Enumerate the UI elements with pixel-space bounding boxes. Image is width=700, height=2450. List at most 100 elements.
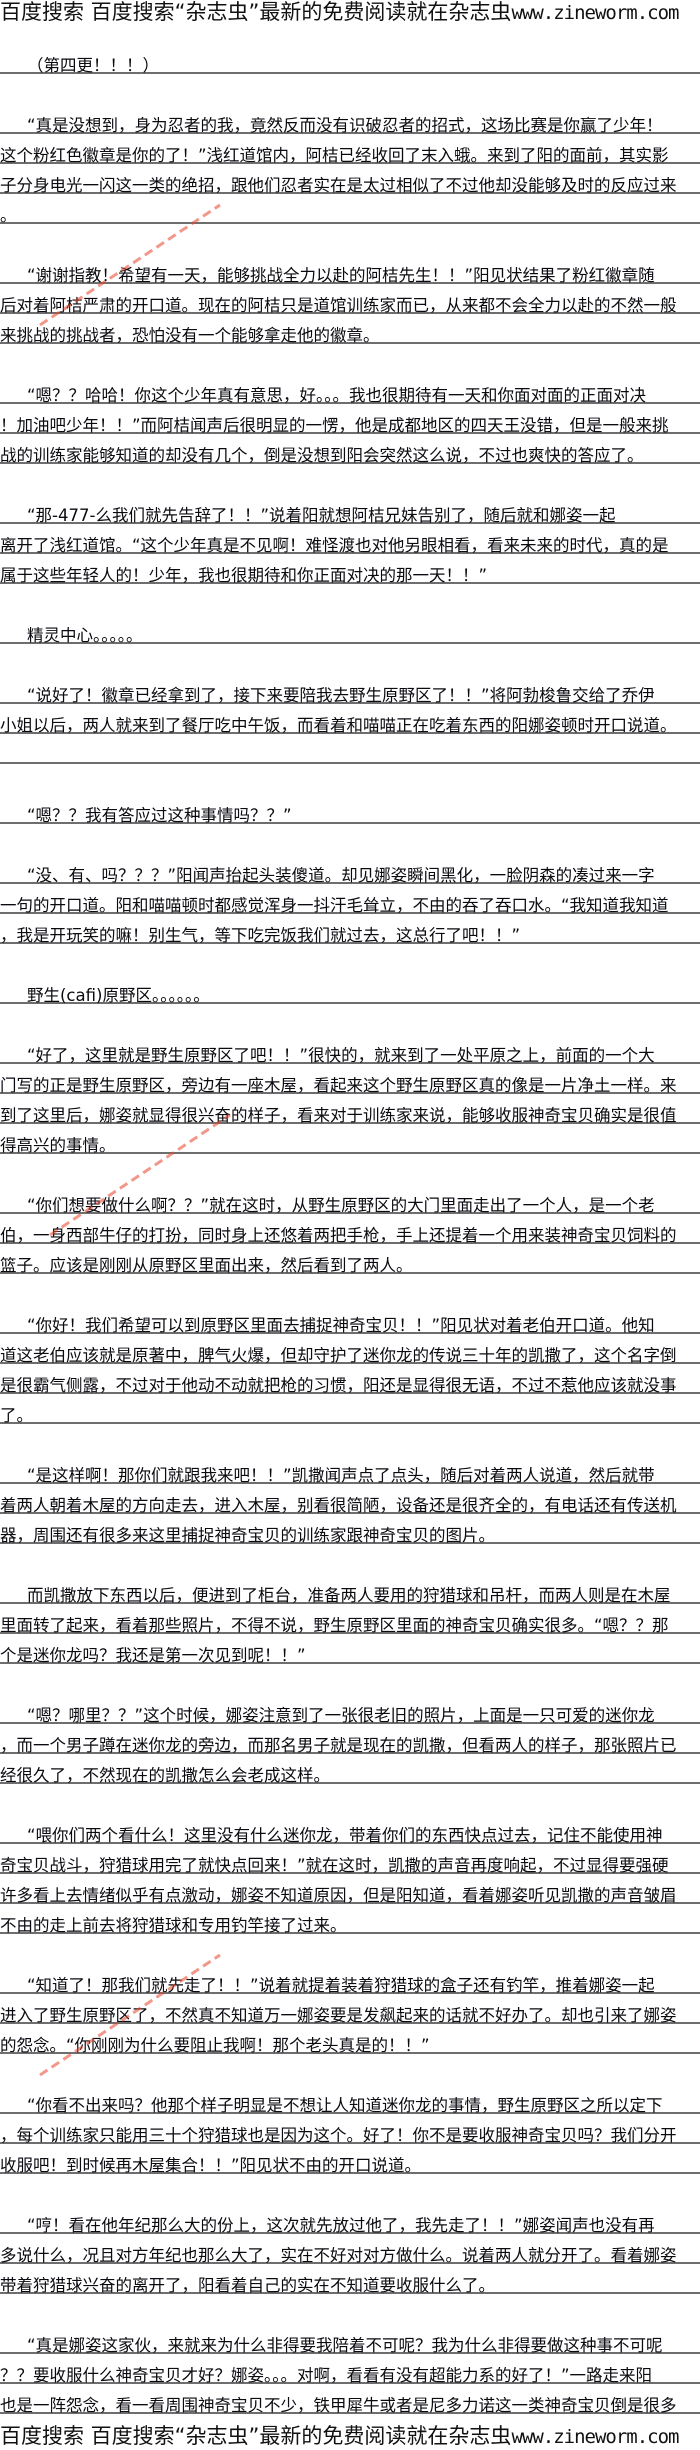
blank-line — [0, 1664, 700, 1694]
paragraph-first-line: （第四更！！！） — [0, 44, 700, 74]
paragraph-line: 到了这里后，娜姿就显得很兴奋的样子，看来对于训练家来说，能够收服神奇宝贝确实是很… — [0, 1094, 700, 1124]
paragraph-first-line: “说好了！徽章已经拿到了，接下来要陪我去野生原野区了！！”将阿勃梭鲁交给了乔伊 — [0, 674, 700, 704]
site-banner-footer: 百度搜索 百度搜索“杂志虫”最新的免费阅读就在杂志虫www.zineworm.c… — [0, 2424, 700, 2450]
paragraph-line: 带着狩猎球兴奋的离开了，阳看着自己的实在不知道要收服什么了。 — [0, 2264, 700, 2294]
paragraph-line: 是很霸气侧露，不过对于他动不动就把枪的习惯，阳还是显得很无语，不过不惹他应该就没… — [0, 1364, 700, 1394]
line-text: 经很久了，不然现在的凯撒怎么会老成这样。 — [0, 1766, 330, 1785]
paragraph-first-line: 精灵中心。。。。。 — [0, 614, 700, 644]
paragraph-first-line: “知道了！那我们就先走了！！”说着就提着装着狩猎球的盒子还有钓竿，推着娜姿一起 — [0, 1964, 700, 1994]
paragraph-line: 里面转了起来，看着那些照片，不得不说，野生原野区里面的神奇宝贝确实很多。“嗯？？… — [0, 1604, 700, 1634]
paragraph-line: 这个粉红色徽章是你的了！”浅红道馆内，阿桔已经收回了末入蛾。来到了阳的面前，其实… — [0, 134, 700, 164]
line-text: ，每个训练家只能用三十个狩猎球也是因为这个。好了！你不是要收服神奇宝贝吗？我们分… — [0, 2126, 677, 2145]
line-text: ，而一个男子蹲在迷你龙的旁边，而那名男子就是现在的凯撒，但看两人的样子，那张照片… — [0, 1736, 677, 1755]
line-text: 也是一阵怨念，看一看周围神奇宝贝不少，铁甲犀牛或者是尼多力诺这一类神奇宝贝倒是很… — [0, 2396, 677, 2415]
paragraph-first-line: “你看不出来吗？他那个样子明显是不想让人知道迷你龙的事情，野生原野区之所以定下 — [0, 2084, 700, 2114]
paragraph-first-line: “真是没想到，身为忍者的我，竟然反而没有识破忍者的招式，这场比赛是你赢了少年！ — [0, 104, 700, 134]
blank-line — [0, 944, 700, 974]
blank-line — [0, 224, 700, 254]
line-text: 器，周围还有很多来这里捕捉神奇宝贝的训练家跟神奇宝贝的图片。 — [0, 1526, 495, 1545]
paragraph-first-line: “没、有、吗？？？”阳闻声抬起头装傻道。却见娜姿瞬间黑化，一脸阴森的凑过来一字 — [0, 854, 700, 884]
banner-url[interactable]: www.zineworm.com — [511, 2, 679, 24]
paragraph-line — [0, 734, 700, 764]
blank-line — [0, 1004, 700, 1034]
paragraph-first-line: “你好！我们希望可以到原野区里面去捕捉神奇宝贝！！”阳见状对着老伯开口道。他知 — [0, 1304, 700, 1334]
line-text: 着两人朝着木屋的方向走去，进入木屋，别看很简陋，设备还是很齐全的，有电话还有传送… — [0, 1496, 677, 1515]
line-text: 。 — [0, 206, 17, 225]
line-text: “好了，这里就是野生原野区了吧！！”很快的，就来到了一处平原之上，前面的一个大 — [27, 1046, 655, 1065]
line-text: 多说什么，况且对方年纪也那么大了，实在不好对对方做什么。说着两人就分开了。看着娜… — [0, 2246, 677, 2265]
line-text: 来挑战的挑战者，恐怕没有一个能够拿走他的徽章。 — [0, 326, 380, 345]
blank-line — [0, 1154, 700, 1184]
paragraph-line: 得高兴的事情。 — [0, 1124, 700, 1154]
paragraph-line: 个是迷你龙吗？我还是第一次见到呢！！” — [0, 1634, 700, 1664]
line-text: 进入了野生原野区了，不然真不知道万一娜姿要是发飙起来的话就不好办了。却也引来了娜… — [0, 2006, 677, 2025]
paragraph-first-line: 野生(cafi)原野区。。。。。。 — [0, 974, 700, 1004]
paragraph-line: 奇宝贝战斗，狩猎球用完了就快点回来！”就在这时，凯撒的声音再度响起，不过显得要强… — [0, 1844, 700, 1874]
line-text: 奇宝贝战斗，狩猎球用完了就快点回来！”就在这时，凯撒的声音再度响起，不过显得要强… — [0, 1856, 669, 1875]
line-text: ！加油吧少年！！”而阿桔闻声后很明显的一愣，他是成都地区的四天王没错，但是一般来… — [0, 416, 669, 435]
line-text: 伯，一身西部牛仔的打扮，同时身上还悠着两把手枪，手上还提着一个用来装神奇宝贝饲料… — [0, 1226, 677, 1245]
paragraph-line: 着两人朝着木屋的方向走去，进入木屋，别看很简陋，设备还是很齐全的，有电话还有传送… — [0, 1484, 700, 1514]
line-text: “嗯？？我有答应过这种事情吗？？” — [27, 806, 292, 825]
banner-url[interactable]: www.zineworm.com — [511, 2426, 679, 2448]
blank-line — [0, 2054, 700, 2084]
paragraph-line: 的怨念。“你刚刚为什么要阻止我啊！那个老头真是的！！” — [0, 2024, 700, 2054]
blank-line — [0, 1274, 700, 1304]
line-text: 后对着阿桔严肃的开口道。现在的阿桔只是道馆训练家而已，从来都不会全力以赴的不然一… — [0, 296, 677, 315]
blank-line — [0, 1544, 700, 1574]
banner-text: 百度搜索 百度搜索“杂志虫”最新的免费阅读就在杂志虫 — [0, 0, 512, 24]
line-text: 的怨念。“你刚刚为什么要阻止我啊！那个老头真是的！！” — [0, 2036, 430, 2055]
line-text: “嗯？？哈哈！你这个少年真有意思，好。。。我也很期待有一天和你面对面的正面对决 — [27, 386, 647, 405]
line-text: “哼！看在他年纪那么大的份上，这次就先放过他了，我先走了！！”娜姿闻声也没有再 — [27, 2216, 655, 2235]
paragraph-line: 后对着阿桔严肃的开口道。现在的阿桔只是道馆训练家而已，从来都不会全力以赴的不然一… — [0, 284, 700, 314]
line-text: “你们想要做什么啊？？”就在这时，从野生原野区的大门里面走出了一个人，是一个老 — [27, 1196, 655, 1215]
paragraph-line: 小姐以后，两人就来到了餐厅吃中午饭，而看着和喵喵正在吃着东西的阳娜姿顿时开口说道… — [0, 704, 700, 734]
paragraph-line: 多说什么，况且对方年纪也那么大了，实在不好对对方做什么。说着两人就分开了。看着娜… — [0, 2234, 700, 2264]
line-text: ？？要收服什么神奇宝贝才好？娜姿。。。对啊，看看有没有超能力系的好了！”一路走来… — [0, 2366, 653, 2385]
paragraph-first-line: “哼！看在他年纪那么大的份上，这次就先放过他了，我先走了！！”娜姿闻声也没有再 — [0, 2204, 700, 2234]
line-text: 战的训练家能够知道的却没有几个，倒是没想到阳会突然这么说，不过也爽快的答应了。 — [0, 446, 644, 465]
line-text: “说好了！徽章已经拿到了，接下来要陪我去野生原野区了！！”将阿勃梭鲁交给了乔伊 — [27, 686, 655, 705]
paragraph-first-line: “好了，这里就是野生原野区了吧！！”很快的，就来到了一处平原之上，前面的一个大 — [0, 1034, 700, 1064]
line-text: “是这样啊！那你们就跟我来吧！！”凯撒闻声点了点头，随后对着两人说道，然后就带 — [27, 1466, 655, 1485]
paragraph-line: 子分身电光一闪这一类的绝招，跟他们忍者实在是太过相似了不过他却没能够及时的反应过… — [0, 164, 700, 194]
line-text: 得高兴的事情。 — [0, 1136, 116, 1155]
line-text: “你看不出来吗？他那个样子明显是不想让人知道迷你龙的事情，野生原野区之所以定下 — [27, 2096, 663, 2115]
paragraph-line: 战的训练家能够知道的却没有几个，倒是没想到阳会突然这么说，不过也爽快的答应了。 — [0, 434, 700, 464]
line-text: 这个粉红色徽章是你的了！”浅红道馆内，阿桔已经收回了末入蛾。来到了阳的面前，其实… — [0, 146, 669, 165]
line-text: 野生(cafi)原野区。。。。。。 — [27, 986, 210, 1005]
paragraph-line: 门写的正是野生原野区，旁边有一座木屋，看起来这个野生原野区真的像是一片净土一样。… — [0, 1064, 700, 1094]
paragraph-first-line: “那-477-么我们就先告辞了！！”说着阳就想阿桔兄妹告别了，随后就和娜姿一起 — [0, 494, 700, 524]
blank-line — [0, 464, 700, 494]
article-body: （第四更！！！） “真是没想到，身为忍者的我，竟然反而没有识破忍者的招式，这场比赛… — [0, 44, 700, 2414]
line-text: 子分身电光一闪这一类的绝招，跟他们忍者实在是太过相似了不过他却没能够及时的反应过… — [0, 176, 677, 195]
line-text: 离开了浅红道馆。“这个少年真是不见啊！难怪渡也对他另眼相看，看来未来的时代，真的… — [0, 536, 669, 555]
paragraph-line: ，而一个男子蹲在迷你龙的旁边，而那名男子就是现在的凯撒，但看两人的样子，那张照片… — [0, 1724, 700, 1754]
paragraph-line: ！加油吧少年！！”而阿桔闻声后很明显的一愣，他是成都地区的四天王没错，但是一般来… — [0, 404, 700, 434]
line-text: “真是没想到，身为忍者的我，竟然反而没有识破忍者的招式，这场比赛是你赢了少年！ — [27, 116, 663, 135]
paragraph-line: 来挑战的挑战者，恐怕没有一个能够拿走他的徽章。 — [0, 314, 700, 344]
banner-text: 百度搜索 百度搜索“杂志虫”最新的免费阅读就在杂志虫 — [0, 2424, 512, 2448]
line-text: “谢谢指教！希望有一天，能够挑战全力以赴的阿桔先生！！”阳见状结果了粉红徽章随 — [27, 266, 655, 285]
paragraph-first-line: “嗯？？我有答应过这种事情吗？？” — [0, 794, 700, 824]
line-text: 许多看上去情绪似乎有点激动，娜姿不知道原因，但是阳知道，看着娜姿听见凯撒的声音皱… — [0, 1886, 677, 1905]
paragraph-first-line: “喂你们两个看什么！这里没有什么迷你龙，带着你们的东西快点过去，记住不能使用神 — [0, 1814, 700, 1844]
paragraph-line: 篮子。应该是刚刚从原野区里面出来，然后看到了两人。 — [0, 1244, 700, 1274]
line-text: 收服吧！到时候再木屋集合！！”阳见状不由的开口说道。 — [0, 2156, 422, 2175]
blank-line — [0, 1784, 700, 1814]
line-text: 属于这些年轻人的！少年，我也很期待和你正面对决的那一天！！” — [0, 566, 488, 585]
line-text: 是很霸气侧露，不过对于他动不动就把枪的习惯，阳还是显得很无语，不过不惹他应该就没… — [0, 1376, 677, 1395]
line-text: （第四更！！！） — [27, 56, 159, 75]
paragraph-line: 道这老伯应该就是原著中，脾气火爆，但却守护了迷你龙的传说三十年的凯撒了，这个名字… — [0, 1334, 700, 1364]
line-text: 精灵中心。。。。。 — [27, 626, 143, 645]
line-text: 篮子。应该是刚刚从原野区里面出来，然后看到了两人。 — [0, 1256, 413, 1275]
paragraph-line: 进入了野生原野区了，不然真不知道万一娜姿要是发飙起来的话就不好办了。却也引来了娜… — [0, 1994, 700, 2024]
line-text: 到了这里后，娜姿就显得很兴奋的样子，看来对于训练家来说，能够收服神奇宝贝确实是很… — [0, 1106, 677, 1125]
blank-line — [0, 764, 700, 794]
line-text: “真是娜姿这家伙，来就来为什么非得要我陪着不可呢？我为什么非得要做这种事不可呢 — [27, 2336, 663, 2355]
line-text: 道这老伯应该就是原著中，脾气火爆，但却守护了迷你龙的传说三十年的凯撒了，这个名字… — [0, 1346, 677, 1365]
line-text: ，我是开玩笑的嘛！别生气，等下吃完饭我们就过去，这总行了吧！！” — [0, 926, 521, 945]
line-text: 而凯撒放下东西以后，便进到了柜台，准备两人要用的狩猎球和吊杆，而两人则是在木屋 — [27, 1586, 671, 1605]
paragraph-line: 一句的开口道。阳和喵喵顿时都感觉浑身一抖汗毛耸立，不由的吞了吞口水。“我知道我知… — [0, 884, 700, 914]
paragraph-first-line: “你们想要做什么啊？？”就在这时，从野生原野区的大门里面走出了一个人，是一个老 — [0, 1184, 700, 1214]
